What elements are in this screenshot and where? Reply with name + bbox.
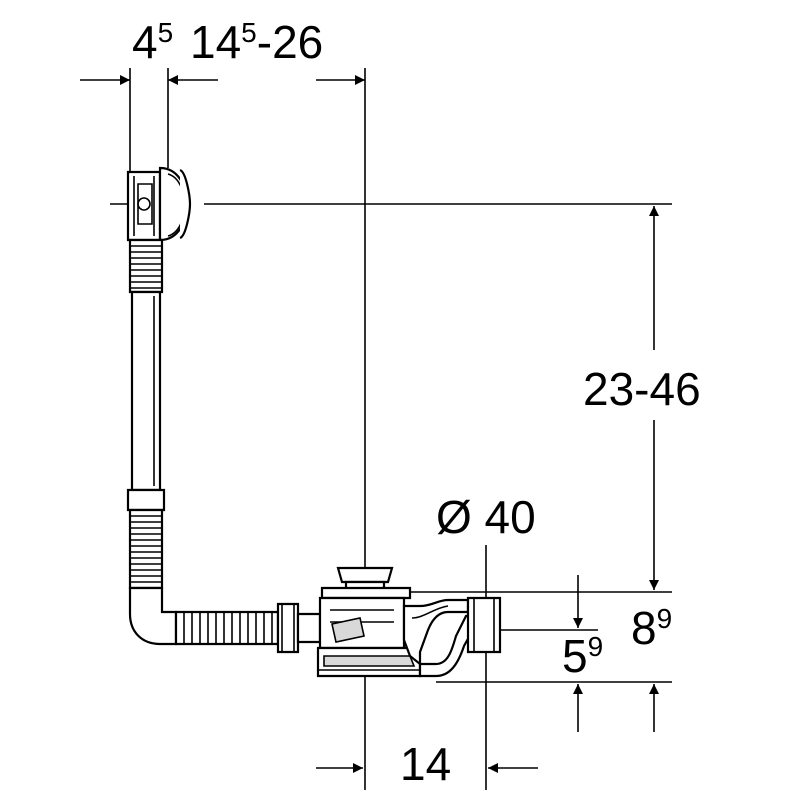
dim-pipe-diameter: Ø 40 [436,491,536,543]
dim-outlet-height: 59 [562,630,603,682]
dimension-lines [80,68,672,790]
dim-total-height: 89 [631,602,672,654]
overflow-head [126,166,192,242]
dim-overflow-height: 23-46 [583,363,701,415]
outlet-bend [402,596,502,678]
dim-drain-to-outlet: 14 [400,738,451,790]
dim-overflow-offset: 45 [132,16,173,68]
horizontal-hose [174,602,322,654]
dim-overflow-to-drain: 145-26 [190,16,323,68]
overflow-pipe [126,238,178,646]
